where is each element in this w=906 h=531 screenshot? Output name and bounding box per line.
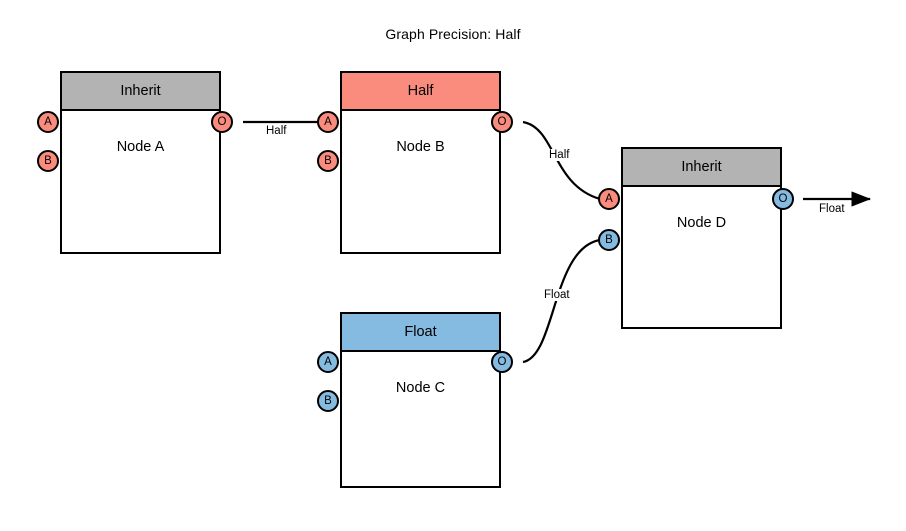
node-a-body: Node A bbox=[62, 111, 219, 252]
node-c-port-a[interactable]: A bbox=[317, 351, 339, 373]
node-a-port-b[interactable]: B bbox=[37, 150, 59, 172]
node-d-port-o-label: O bbox=[778, 193, 788, 205]
node-d-port-b-label: B bbox=[605, 234, 613, 246]
node-a-port-a-label: A bbox=[44, 116, 52, 128]
node-b-port-a[interactable]: A bbox=[317, 111, 339, 133]
edge-label-a-to-b: Half bbox=[265, 125, 288, 137]
node-d-label: Node D bbox=[676, 215, 727, 231]
edge-label-d-output: Float bbox=[818, 203, 846, 215]
node-c-port-b-label: B bbox=[324, 395, 332, 407]
node-d-body: Node D bbox=[623, 187, 780, 327]
node-b-port-o-label: O bbox=[497, 116, 507, 128]
node-a-port-o-label: O bbox=[217, 116, 227, 128]
node-c-port-a-label: A bbox=[324, 356, 332, 368]
node-b-port-b-label: B bbox=[324, 155, 332, 167]
edge-label-c-to-d: Float bbox=[543, 289, 571, 301]
node-c-body: Node C bbox=[342, 352, 499, 486]
node-b[interactable]: Half Node B bbox=[340, 71, 501, 254]
node-a-port-o[interactable]: O bbox=[211, 111, 233, 133]
node-c-port-o-label: O bbox=[497, 356, 507, 368]
node-b-port-a-label: A bbox=[324, 116, 332, 128]
node-d-port-a[interactable]: A bbox=[598, 188, 620, 210]
node-d-port-a-label: A bbox=[605, 193, 613, 205]
node-b-header: Half bbox=[342, 73, 499, 111]
node-a-label: Node A bbox=[116, 139, 165, 155]
node-b-port-b[interactable]: B bbox=[317, 150, 339, 172]
node-c-port-b[interactable]: B bbox=[317, 390, 339, 412]
node-c-header: Float bbox=[342, 314, 499, 352]
node-a-port-b-label: B bbox=[44, 155, 52, 167]
node-b-label: Node B bbox=[396, 139, 445, 155]
node-d-port-o[interactable]: O bbox=[772, 188, 794, 210]
node-b-body: Node B bbox=[342, 111, 499, 252]
node-a[interactable]: Inherit Node A bbox=[60, 71, 221, 254]
node-d-port-b[interactable]: B bbox=[598, 229, 620, 251]
node-a-header: Inherit bbox=[62, 73, 219, 111]
node-d[interactable]: Inherit Node D bbox=[621, 147, 782, 329]
node-d-header: Inherit bbox=[623, 149, 780, 187]
node-c-port-o[interactable]: O bbox=[491, 351, 513, 373]
edge-label-b-to-d: Half bbox=[548, 149, 571, 161]
edge-path-c-to-d bbox=[522, 238, 601, 364]
node-b-port-o[interactable]: O bbox=[491, 111, 513, 133]
page-title: Graph Precision: Half bbox=[385, 26, 521, 42]
node-a-port-a[interactable]: A bbox=[37, 111, 59, 133]
node-c-label: Node C bbox=[395, 380, 446, 396]
node-c[interactable]: Float Node C bbox=[340, 312, 501, 488]
